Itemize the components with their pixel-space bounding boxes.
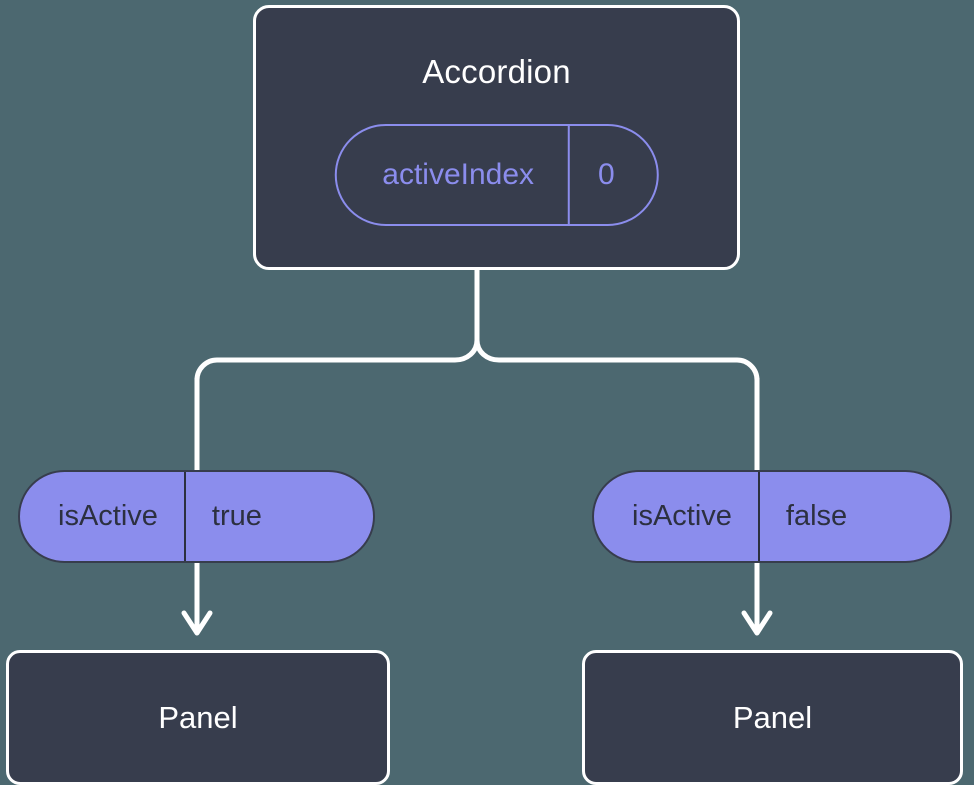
prop-badge-is-active-true[interactable]: isActive true	[18, 470, 375, 563]
left-arrowhead-icon	[181, 610, 213, 636]
state-badge-key: activeIndex	[382, 158, 535, 191]
connector-left-branch	[194, 337, 480, 383]
prop-badge-value: false	[757, 472, 885, 561]
prop-badge-key: isActive	[58, 500, 158, 532]
state-badge-active-index[interactable]: activeIndex 0	[334, 124, 659, 226]
node-accordion[interactable]: Accordion activeIndex 0	[253, 5, 740, 270]
prop-badge-is-active-false[interactable]: isActive false	[592, 470, 952, 563]
connector-right-branch	[474, 337, 760, 383]
node-panel-right[interactable]: Panel	[582, 650, 963, 785]
node-panel-left[interactable]: Panel	[6, 650, 390, 785]
prop-badge-key: isActive	[632, 500, 732, 532]
right-arrowhead-icon	[741, 610, 773, 636]
state-badge-value: 0	[568, 126, 657, 224]
node-accordion-title: Accordion	[422, 53, 571, 90]
prop-badge-value: true	[183, 472, 300, 561]
